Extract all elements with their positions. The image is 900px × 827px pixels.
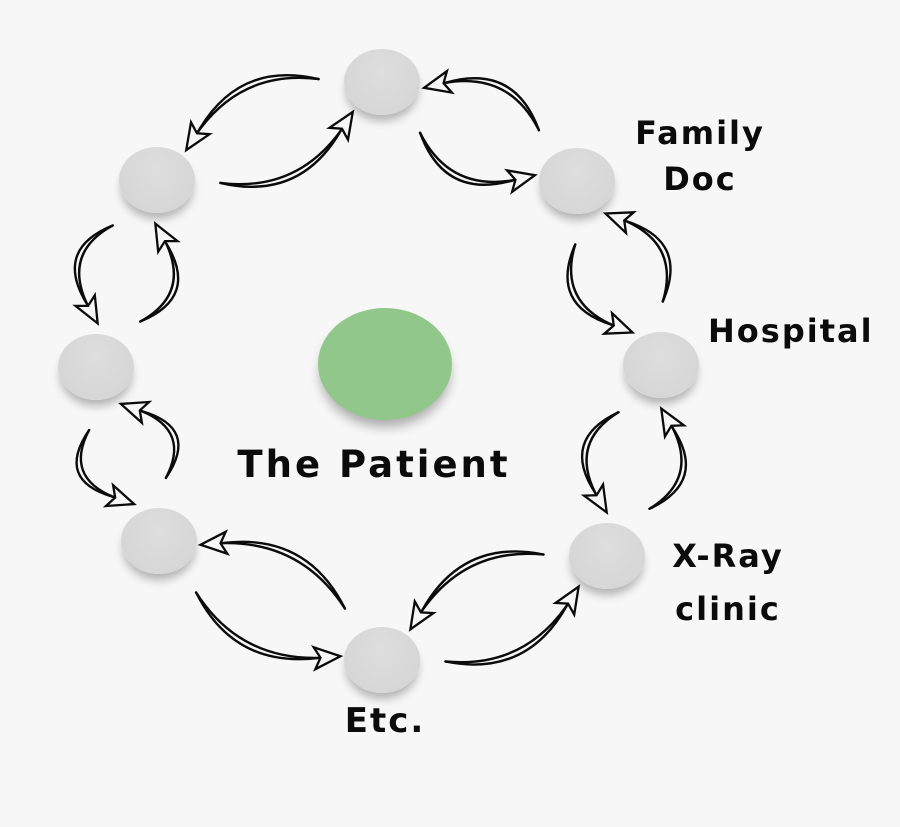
label-family-doc-line1: Family [635,114,765,152]
curved-arrow-top-left-to-top [219,109,355,188]
curved-arrow-etc-to-xray-clinic [444,584,581,666]
node-family-doc [539,148,615,214]
arrowhead-icon [408,598,437,632]
curved-arrow-bottom-left-to-left [118,400,180,480]
curved-arrow-etc-to-bottom-left [197,529,347,610]
arrowhead-icon [659,405,688,440]
node-top [344,49,420,115]
arrowhead-icon [326,109,355,144]
node-bottom-left [121,508,197,574]
curved-arrow-bottom-left-to-etc [194,591,344,672]
curved-arrow-hospital-to-family-doc [602,211,672,303]
arrowhead-icon [504,168,538,195]
arrowhead-icon [602,211,637,237]
node-hospital [623,332,699,398]
patient-center-circle [318,308,452,420]
curved-arrow-left-to-bottom-left [75,428,137,508]
label-xray-clinic: X-Ray clinic [672,530,783,636]
node-left [58,334,134,400]
curved-arrow-family-doc-to-hospital [566,243,636,335]
curved-arrow-xray-clinic-to-hospital [648,405,688,510]
arrowhead-icon [72,291,100,326]
label-the-patient: The Patient [237,443,511,486]
label-xray-line1: X-Ray [672,537,784,575]
label-hospital: Hospital [708,312,874,350]
label-xray-line2: clinic [675,590,781,628]
curved-arrow-top-to-top-left [184,74,320,153]
label-family-doc-line2: Doc [663,160,737,198]
label-etc: Etc. [344,701,426,741]
node-top-left [119,147,195,213]
node-etc [344,627,420,693]
arrowhead-icon [421,68,455,95]
curved-arrow-top-left-to-left [72,224,114,326]
arrowhead-icon [153,221,181,256]
curved-arrow-family-doc-to-top [421,68,541,132]
arrowhead-icon [580,481,609,516]
curved-arrow-left-to-top-left [139,221,181,323]
arrowhead-icon [197,529,231,556]
node-xray-clinic [569,523,645,589]
arrowhead-icon [310,645,344,672]
arrowhead-icon [552,584,581,618]
arrowhead-icon [118,400,153,426]
curved-arrow-hospital-to-xray-clinic [580,411,620,516]
curved-arrow-top-to-family-doc [418,131,538,195]
label-family-doc: Family Doc [635,110,765,202]
arrowhead-icon [601,309,636,335]
curved-arrow-xray-clinic-to-etc [408,550,545,632]
arrowhead-icon [184,118,213,153]
arrowhead-icon [102,482,137,508]
